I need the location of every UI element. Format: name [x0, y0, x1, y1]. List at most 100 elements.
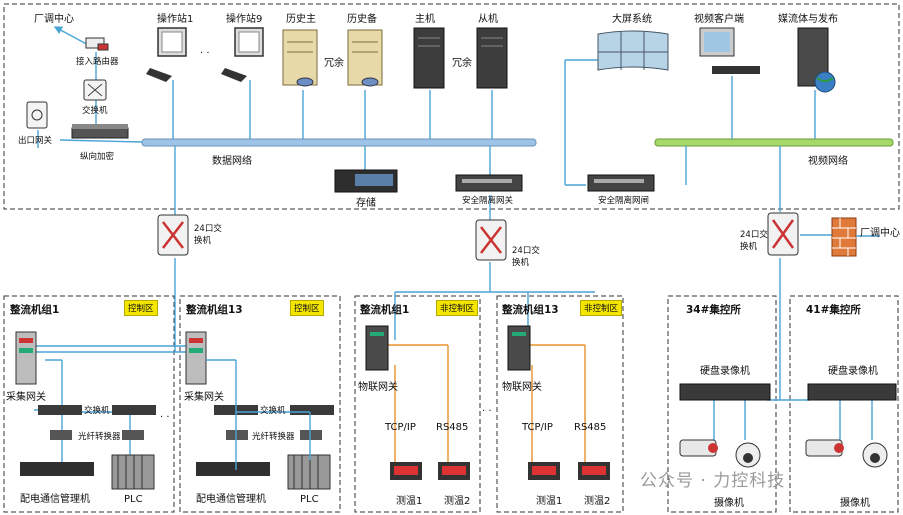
security-gateway-1-label: 安全隔离网关: [462, 196, 514, 206]
g13-links: [206, 359, 311, 470]
plc-g13-label: PLC: [300, 494, 319, 505]
temp-meter-n13b-icon: [578, 462, 610, 480]
group-box-n1: [354, 295, 481, 513]
nvr-c34-label: 硬盘录像机: [700, 366, 750, 377]
power-comm-mgr-g1-icon: [20, 462, 94, 476]
operator-station-9-icon: [221, 27, 264, 82]
collect-gateway-g13-label: 采集网关: [184, 392, 224, 403]
iot-gateway-n13-icon: [507, 325, 531, 371]
rs485-n13-label: RS485: [574, 422, 607, 433]
op-station-1-label: 操作站1: [157, 14, 194, 25]
factory-center-label: 厂调中心: [34, 14, 74, 25]
n13-title: 整流机组13: [502, 304, 559, 316]
switch-label: 交换机: [82, 106, 108, 116]
switch-24-left-icon: [157, 214, 189, 256]
fiber-converter-g13-label: 光纤转换器: [252, 432, 295, 442]
switch-24-middle-icon: [475, 219, 507, 261]
temp2-n1-label: 测温2: [444, 496, 471, 507]
rs485-links: [387, 344, 586, 462]
c34-title: 34#集控所: [686, 304, 741, 316]
temp-meter-n1b-icon: [438, 462, 470, 480]
power-comm-mgr-g13-label: 配电通信管理机: [196, 494, 266, 505]
camera-c34a-icon: [679, 439, 718, 457]
host-label: 主机: [415, 14, 435, 25]
tcpip-n1-label: TCP/IP: [385, 422, 416, 433]
fiber-converter-g13b-icon: [300, 430, 322, 440]
fiber-converter-g13a-icon: [226, 430, 248, 440]
op-station-9-label: 操作站9: [226, 14, 263, 25]
switch-small-g1b-icon: [112, 405, 156, 415]
dots-g1: · ·: [160, 412, 170, 423]
hist-main-label: 历史主: [286, 14, 316, 25]
vertical-encryption-icon: [71, 124, 129, 139]
slave-label: 从机: [478, 14, 498, 25]
redundant-label-2: 冗余: [452, 58, 472, 69]
slave-server-icon: [476, 27, 508, 89]
storage-icon: [334, 169, 398, 193]
fiber-converter-g1-label: 光纤转换器: [78, 432, 121, 442]
iot-gateway-n1-icon: [365, 325, 389, 371]
power-comm-mgr-g13-icon: [196, 462, 270, 476]
plc-g1-label: PLC: [124, 494, 143, 505]
dots-label: · ·: [200, 48, 210, 59]
g13-zone-tag: 控制区: [290, 300, 324, 316]
control-center-region: [3, 3, 900, 210]
plc-g1-icon: [111, 454, 155, 490]
camera-c41a-icon: [805, 439, 844, 457]
nvr-c41-label: 硬盘录像机: [828, 366, 878, 377]
switch-g1-label: 交换机: [84, 406, 110, 416]
dots-n: · ·: [482, 406, 492, 417]
hist-backup-label: 历史备: [347, 14, 377, 25]
switch-small-g1a-icon: [38, 405, 82, 415]
switch-24-right-label: 24口交换机: [740, 230, 768, 252]
temp2-n13-label: 测温2: [584, 496, 611, 507]
operator-station-1-icon: [146, 27, 187, 82]
firewall-icon: [831, 217, 857, 257]
security-gateway-1-icon: [455, 174, 523, 192]
camera-c34b-icon: [735, 442, 761, 468]
watermark: 公众号 · 力控科技: [640, 471, 786, 491]
plc-g13-icon: [287, 454, 331, 490]
nvr-c34-icon: [679, 383, 771, 401]
streaming-label: 媒流体与发布: [778, 14, 838, 25]
switch-g13-label: 交换机: [260, 406, 286, 416]
nvr-c41-icon: [807, 383, 897, 401]
exit-gateway-icon: [26, 101, 48, 129]
security-gateway-2-icon: [587, 174, 655, 192]
temp-meter-n13a-icon: [528, 462, 560, 480]
g13-title: 整流机组13: [186, 304, 243, 316]
exit-gateway-label: 出口网关: [18, 136, 53, 146]
group-box-g1: [3, 295, 175, 513]
switch-24-left-label: 24口交换机: [194, 224, 222, 246]
switch-24-right-icon: [767, 212, 799, 256]
iot-gateway-n13-label: 物联网关: [502, 382, 542, 393]
access-router-label: 接入路由器: [76, 57, 119, 67]
lower-links: [34, 258, 873, 470]
group-box-c41: [789, 295, 899, 513]
storage-label: 存储: [356, 198, 376, 209]
video-network-label: 视频网络: [808, 156, 848, 167]
n1-title: 整流机组1: [360, 304, 410, 316]
top-links: [37, 26, 832, 236]
g1-zone-tag: 控制区: [124, 300, 158, 316]
history-backup-server-icon: [347, 29, 383, 87]
temp-meter-n1a-icon: [390, 462, 422, 480]
camera-c34-label: 摄像机: [714, 498, 744, 509]
group-box-g13: [179, 295, 341, 513]
collect-gateway-g1-icon: [15, 331, 37, 385]
history-main-server-icon: [282, 29, 318, 87]
tcpip-n13-label: TCP/IP: [522, 422, 553, 433]
switch-icon: [83, 79, 107, 101]
collect-gateway-g1-label: 采集网关: [6, 392, 46, 403]
n13-zone-tag: 非控制区: [580, 300, 623, 316]
rs485-n1-label: RS485: [436, 422, 469, 433]
temp1-n13-label: 测温1: [536, 496, 563, 507]
access-router-icon: [85, 37, 109, 51]
redundant-label-1: 冗余: [324, 58, 344, 69]
power-comm-mgr-g1-label: 配电通信管理机: [20, 494, 90, 505]
c41-title: 41#集控所: [806, 304, 861, 316]
switch-small-g13b-icon: [290, 405, 334, 415]
big-screen-icon: [597, 30, 669, 71]
security-gateway-2-label: 安全隔离网闸: [598, 196, 650, 206]
